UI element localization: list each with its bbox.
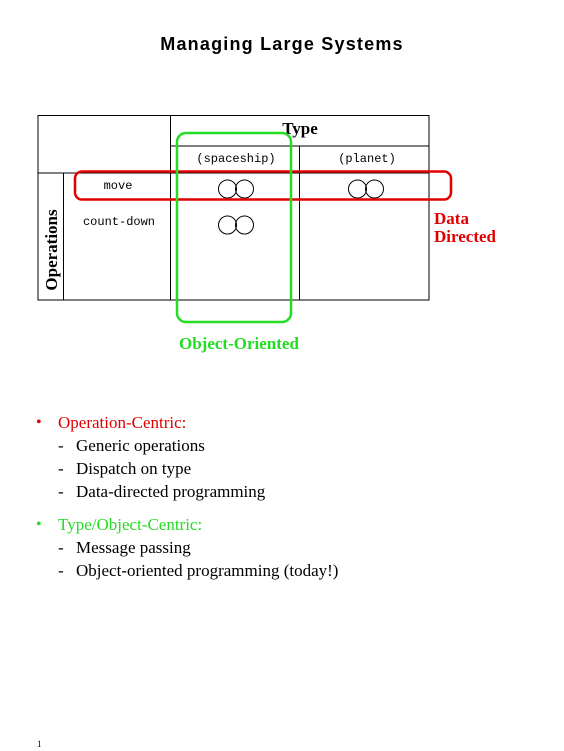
list-item-text: Message passing (76, 538, 191, 557)
page-number: 1 (37, 739, 42, 749)
list-item: - Dispatch on type (36, 457, 338, 480)
dash-icon: - (58, 459, 64, 478)
table-border (37, 115, 430, 301)
list-item-text: Dispatch on type (76, 459, 192, 478)
bullet-dot-icon: • (36, 516, 42, 533)
data-directed-highlight (73, 170, 453, 201)
dash-icon: - (58, 561, 64, 580)
data-directed-label-line1: Data (434, 209, 469, 228)
bullet-dot-icon: • (36, 414, 42, 431)
list-item-text: Generic operations (76, 436, 205, 455)
column-header-spaceship: (spaceship) (196, 152, 275, 166)
bullet-heading-text: Type/Object-Centric: (58, 515, 203, 534)
dash-icon: - (58, 482, 64, 501)
list-item: - Message passing (36, 536, 338, 559)
column-header-planet: (planet) (338, 152, 396, 166)
row-label-count-down: count-down (83, 215, 155, 229)
data-directed-label-line2: Directed (434, 227, 497, 246)
object-oriented-highlight (175, 131, 293, 324)
row-label-move: move (104, 179, 133, 193)
list-item: - Object-oriented programming (today!) (36, 559, 338, 582)
implementation-mark-move-planet (348, 179, 384, 199)
bullet-list: • Operation-Centric: - Generic operation… (36, 411, 338, 592)
object-oriented-label: Object-Oriented (179, 334, 299, 353)
bullet-group-operation-centric: • Operation-Centric: - Generic operation… (36, 411, 338, 503)
dash-icon: - (58, 436, 64, 455)
bullet-group-type-object-centric: • Type/Object-Centric: - Message passing… (36, 513, 338, 582)
list-item-text: Data-directed programming (76, 482, 266, 501)
list-item: - Generic operations (36, 434, 338, 457)
implementation-mark-move-spaceship (218, 179, 254, 199)
type-header: Type (282, 119, 318, 138)
list-item: - Data-directed programming (36, 480, 338, 503)
bullet-heading: • Operation-Centric: (36, 411, 338, 434)
page-title: Managing Large Systems (160, 34, 404, 54)
bullet-heading-text: Operation-Centric: (58, 413, 187, 432)
implementation-mark-count-down-spaceship (218, 215, 254, 235)
dash-icon: - (58, 538, 64, 557)
list-item-text: Object-oriented programming (today!) (76, 561, 339, 580)
bullet-heading: • Type/Object-Centric: (36, 513, 338, 536)
operations-header: Operations (42, 209, 61, 291)
